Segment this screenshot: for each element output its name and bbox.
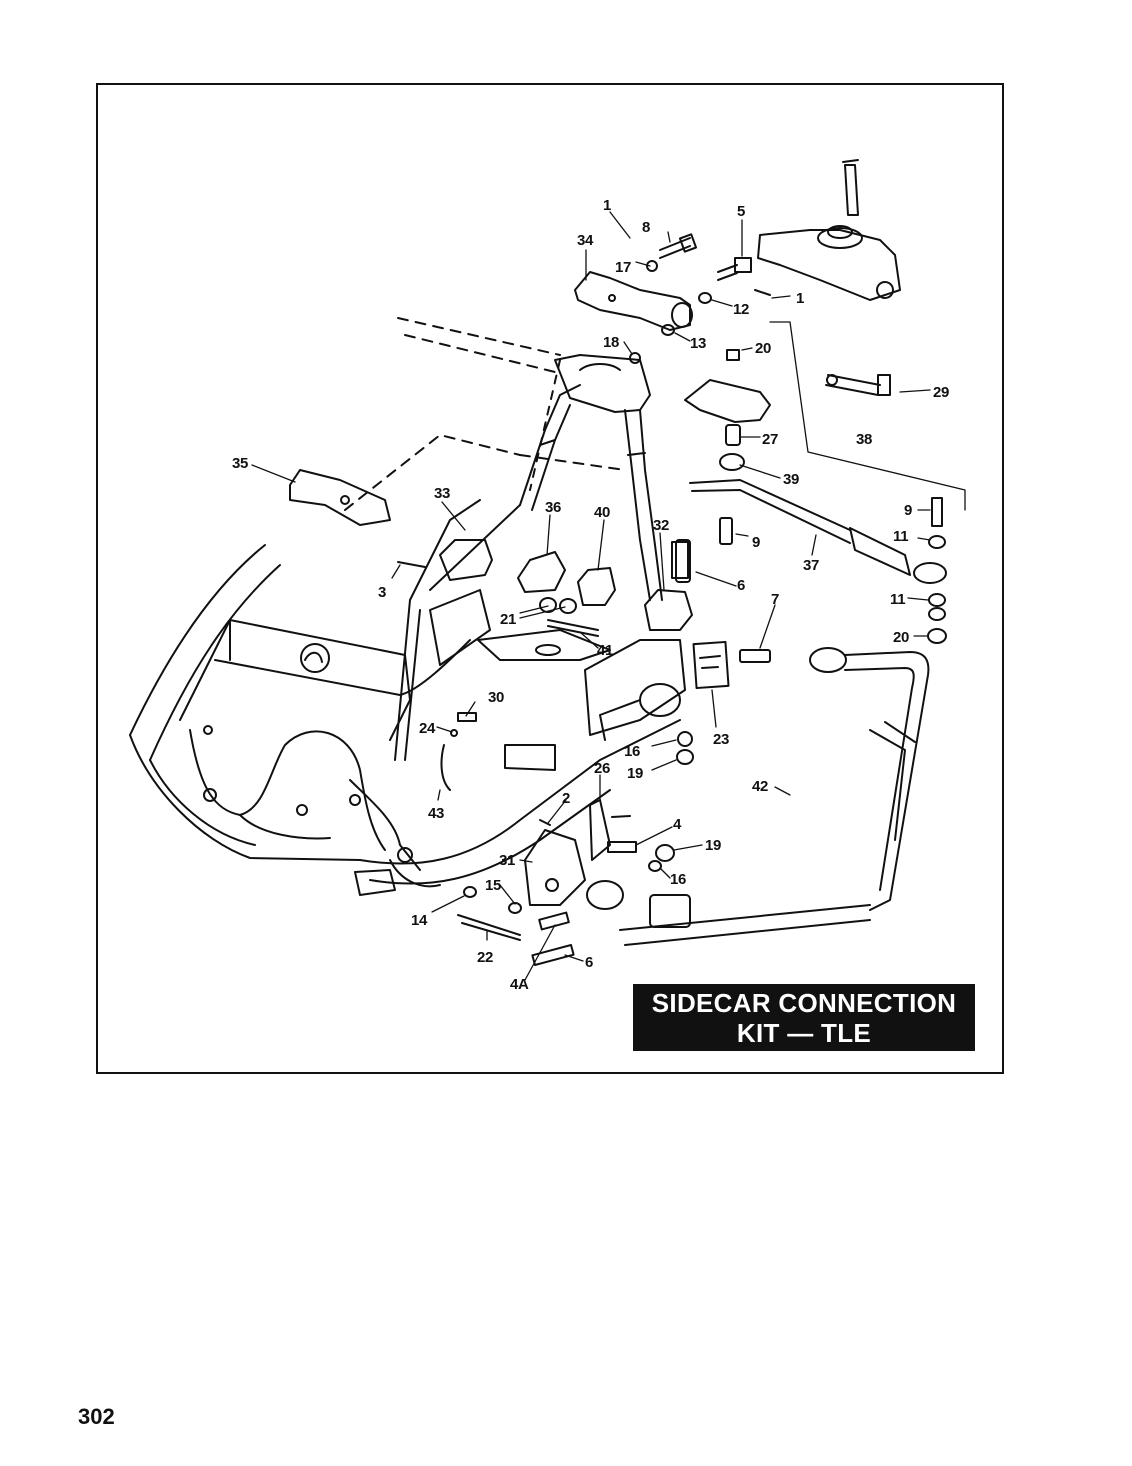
callout-16: 16: [624, 743, 640, 760]
callout-6-lower: 6: [585, 954, 593, 971]
callout-5: 5: [737, 203, 745, 220]
callout-42: 42: [752, 778, 768, 795]
callout-17: 17: [615, 259, 631, 276]
bolt-7: [739, 649, 771, 663]
title-line-2: KIT — TLE: [736, 1017, 872, 1048]
shield-plate: [684, 349, 771, 446]
callout-8: 8: [642, 219, 650, 236]
callout-20: 20: [755, 340, 771, 357]
title-line-1: SIDECAR CONNECTION: [651, 987, 957, 1018]
diagram-frame: [96, 83, 1004, 1074]
callout-34: 34: [577, 232, 594, 249]
callout-38: 38: [856, 431, 872, 448]
callout-14: 14: [411, 912, 428, 929]
callout-13: 13: [690, 335, 706, 352]
callout-43: 43: [428, 805, 444, 822]
callout-27: 27: [762, 431, 778, 448]
callout-4: 4: [673, 816, 682, 833]
turnbuckle-37: [689, 453, 947, 584]
callout-2: 2: [562, 790, 570, 807]
bolt-6: [671, 541, 689, 579]
seat-bracket-35: [289, 469, 391, 526]
callout-31: 31: [499, 852, 515, 869]
callout-7: 7: [771, 591, 779, 608]
right-hardware: [927, 497, 947, 644]
callout-24: 24: [419, 720, 436, 737]
callout-37: 37: [803, 557, 819, 574]
callout-6: 6: [737, 577, 745, 594]
callout-21: 21: [500, 611, 516, 628]
callout-12: 12: [733, 301, 749, 318]
callout-18: 18: [603, 334, 619, 351]
callout-33: 33: [434, 485, 450, 502]
mounting-plate: [429, 589, 686, 741]
callout-26: 26: [594, 760, 610, 777]
sidecar-tube-42: [586, 647, 930, 946]
callout-19-lower: 19: [705, 837, 721, 854]
frame-tubes: [129, 317, 681, 896]
callout-32: 32: [653, 517, 669, 534]
triple-clamp: [757, 159, 901, 301]
callout-15: 15: [485, 877, 501, 894]
callout-23: 23: [713, 731, 729, 748]
leader-lines: [251, 211, 966, 981]
callout-39: 39: [783, 471, 799, 488]
callout-30: 30: [488, 689, 504, 706]
upper-bracket-34: [574, 271, 693, 331]
callout-29: 29: [933, 384, 949, 401]
link-rod-29: [825, 374, 891, 396]
callout-20-right: 20: [893, 629, 909, 646]
callout-16-lower: 16: [670, 871, 686, 888]
callout-9: 9: [752, 534, 760, 551]
callout-36: 36: [545, 499, 561, 516]
callout-labels: 1 34 8 17 5 1 12 18 13 20 29 27 38 39 35…: [232, 197, 949, 993]
small-parts-30-24-43: [440, 712, 694, 791]
clamp-blocks: [397, 517, 733, 637]
callout-11-lower: 11: [890, 591, 905, 608]
callout-9-right: 9: [904, 502, 912, 519]
callout-11-upper: 11: [893, 528, 908, 545]
top-hardware: [629, 233, 771, 364]
callout-1: 1: [603, 197, 611, 214]
callout-22: 22: [477, 949, 493, 966]
callout-3: 3: [378, 584, 386, 601]
callout-35: 35: [232, 455, 248, 472]
diagram-title-block: SIDECAR CONNECTION KIT — TLE: [633, 984, 975, 1051]
lower-bracket-31: [457, 744, 675, 967]
page-number: 302: [78, 1404, 115, 1429]
callout-40: 40: [594, 504, 610, 521]
callout-1-right: 1: [796, 290, 804, 307]
callout-4A: 4A: [510, 976, 529, 993]
callout-19: 19: [627, 765, 643, 782]
decal-23: [692, 640, 730, 690]
callout-41: 41: [597, 642, 613, 659]
